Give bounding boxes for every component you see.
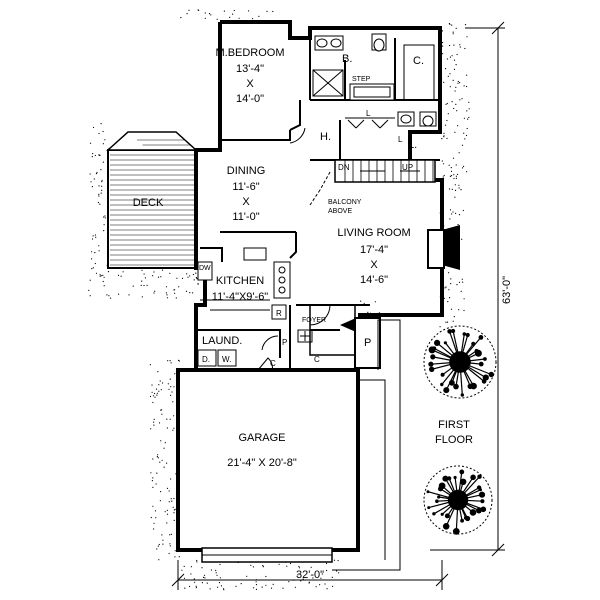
linen-label-1: L xyxy=(366,109,371,118)
deck xyxy=(106,131,198,269)
stair-down-label: DN xyxy=(338,163,350,172)
closet-label-1: C xyxy=(270,359,276,368)
garage xyxy=(176,368,360,563)
garage-label: GARAGE xyxy=(238,432,285,444)
stairs xyxy=(309,159,436,206)
kitchen-cabinets xyxy=(197,247,291,320)
width-dimension: 32'-0" xyxy=(296,569,324,581)
kitchen-size: 11'-4"X9'-6" xyxy=(212,291,269,303)
balcony-label-2: ABOVE xyxy=(328,208,352,215)
living-room-x: X xyxy=(370,259,378,271)
master-bedroom-x: X xyxy=(246,78,254,90)
bath-label: B. xyxy=(342,53,352,65)
deck-label: DECK xyxy=(133,197,164,209)
linen-label-2: L xyxy=(398,135,403,144)
dining-length: 11'-0" xyxy=(232,211,259,223)
living-room-label: LIVING ROOM xyxy=(337,227,410,239)
dining-width: 11'-6" xyxy=(232,181,259,193)
master-bedroom-label: M.BEDROOM xyxy=(215,47,284,59)
tree-top xyxy=(423,325,497,399)
dishwasher-label: DW xyxy=(199,265,211,272)
porch-label: P xyxy=(364,337,371,349)
laundry-fixtures xyxy=(197,349,237,367)
balcony-label-1: BALCONY xyxy=(328,199,362,206)
laundry-label: LAUND. xyxy=(202,335,242,347)
stair-up-label: UP xyxy=(402,163,413,172)
refrigerator-label: R xyxy=(276,309,282,318)
dryer-label: D. xyxy=(202,355,210,364)
step-label: STEP xyxy=(352,76,371,83)
driveway xyxy=(332,319,401,571)
door-swings xyxy=(257,117,395,373)
foyer-label: FOYER xyxy=(302,317,326,324)
washer-label: W. xyxy=(222,355,231,364)
foyer-porch xyxy=(297,304,381,369)
pantry-label: P xyxy=(282,338,287,347)
floor-label-line2: FLOOR xyxy=(435,434,473,446)
living-room-length: 14'-6" xyxy=(360,274,388,286)
linen-label-3: L. xyxy=(408,139,417,151)
kitchen-label: KITCHEN xyxy=(216,275,264,287)
floor-label-line1: FIRST xyxy=(438,419,470,431)
master-bedroom-width: 13'-4" xyxy=(236,63,264,75)
closet-c-label: C. xyxy=(413,55,424,67)
living-room-width: 17'-4" xyxy=(360,244,388,256)
garage-size: 21'-4" X 20'-8" xyxy=(227,457,297,469)
deck-boards xyxy=(110,139,194,266)
closet-label-2: C xyxy=(314,355,320,364)
master-bedroom-length: 14'-0" xyxy=(236,93,264,105)
tree-bottom xyxy=(423,465,493,535)
dining-label: DINING xyxy=(227,165,266,177)
bath-fixtures xyxy=(312,33,437,127)
dining-x: X xyxy=(242,196,250,208)
depth-dimension: 63'-0" xyxy=(501,276,513,304)
dimension-depth xyxy=(430,21,505,557)
fireplace xyxy=(427,225,460,270)
hall-label: H. xyxy=(320,131,331,143)
dimension-width xyxy=(171,560,449,590)
